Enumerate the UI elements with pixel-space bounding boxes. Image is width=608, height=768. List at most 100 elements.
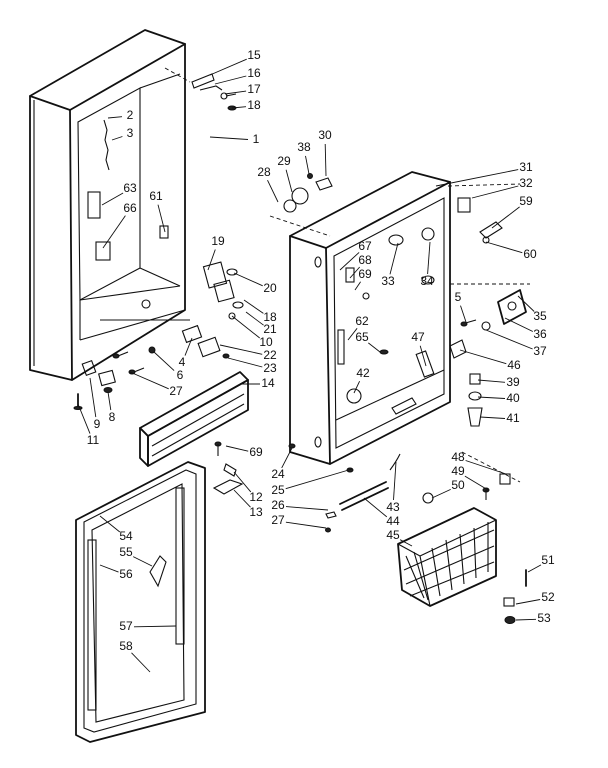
leader-line-45 (399, 539, 413, 547)
callout-label-36: 36 (533, 327, 547, 341)
callout-label-22: 22 (263, 348, 277, 362)
leader-line-43 (393, 461, 397, 501)
callout-label-4: 4 (179, 355, 186, 369)
leader-line-1 (209, 136, 249, 140)
top-hinge-parts (164, 67, 237, 111)
leader-line-4 (184, 337, 193, 356)
hinge-pin-parts (467, 373, 483, 427)
leader-line-21 (245, 311, 264, 326)
leader-line-44 (363, 497, 388, 518)
callout-label-13: 13 (249, 505, 263, 519)
basket (397, 451, 527, 624)
callout-label-43: 43 (386, 500, 400, 514)
callout-label-56: 56 (119, 567, 133, 581)
leader-line-27 (129, 371, 169, 390)
leader-line-65 (368, 342, 381, 353)
callout-label-12: 12 (249, 490, 263, 504)
callout-label-17: 17 (247, 82, 261, 96)
leader-line-15 (209, 58, 247, 76)
kick-plate (139, 371, 249, 467)
callout-label-16: 16 (247, 66, 261, 80)
callout-label-24: 24 (271, 467, 285, 481)
leader-line-34 (427, 241, 431, 275)
leader-line-27 (285, 521, 327, 529)
leader-line-2 (107, 116, 123, 119)
leader-line-51 (527, 564, 542, 573)
leader-line-3 (111, 136, 123, 141)
callout-label-47: 47 (411, 330, 425, 344)
callout-label-59: 59 (519, 194, 533, 208)
callout-label-42: 42 (356, 366, 370, 380)
callout-label-38: 38 (297, 140, 311, 154)
callout-label-10: 10 (259, 335, 273, 349)
callout-label-27: 27 (169, 384, 183, 398)
leader-line-52 (515, 599, 541, 605)
leader-line-18 (243, 299, 264, 314)
leader-line-61 (157, 204, 166, 233)
leader-line-48 (465, 460, 507, 475)
leader-line-41 (479, 416, 506, 419)
callout-label-67: 67 (358, 239, 372, 253)
leader-line-19 (207, 249, 216, 271)
leader-line-11 (77, 403, 91, 434)
callout-label-44: 44 (386, 514, 400, 528)
leader-line-10 (231, 315, 260, 339)
callout-label-30: 30 (318, 128, 332, 142)
callout-label-15: 15 (247, 48, 261, 62)
callout-label-66: 66 (123, 201, 137, 215)
leader-line-32 (471, 185, 519, 199)
leader-line-50 (431, 488, 451, 499)
right-cabinet (289, 171, 451, 465)
callout-label-14: 14 (261, 376, 275, 390)
callout-label-29: 29 (277, 154, 291, 168)
leader-line-8 (107, 391, 112, 411)
leader-line-31 (435, 169, 519, 187)
callout-label-20: 20 (263, 281, 277, 295)
callout-label-51: 51 (541, 553, 555, 567)
door-gasket (75, 461, 206, 743)
callout-label-2: 2 (127, 108, 134, 122)
left-cabinet-liner (29, 29, 190, 381)
callout-label-69: 69 (358, 267, 372, 281)
leader-line-54 (99, 515, 121, 533)
leader-line-47 (419, 345, 427, 367)
callout-label-21: 21 (263, 322, 277, 336)
leader-line-69 (354, 281, 361, 291)
leader-line-5 (460, 305, 467, 323)
callout-label-1: 1 (253, 132, 260, 146)
leader-line-49 (464, 475, 489, 491)
callout-label-39: 39 (506, 375, 520, 389)
callout-label-58: 58 (119, 639, 133, 653)
callout-label-8: 8 (109, 410, 116, 424)
callout-label-3: 3 (127, 126, 134, 140)
callout-label-40: 40 (506, 391, 520, 405)
callout-label-41: 41 (506, 411, 520, 425)
callout-label-11: 11 (87, 433, 100, 447)
callout-label-27: 27 (271, 513, 285, 527)
callout-label-45: 45 (386, 528, 400, 542)
leader-line-28 (267, 180, 279, 203)
callout-label-68: 68 (358, 253, 372, 267)
right-hardware (447, 183, 530, 359)
callout-label-26: 26 (271, 498, 285, 512)
leader-line-22 (219, 344, 263, 355)
callout-label-49: 49 (451, 464, 465, 478)
leader-line-62 (347, 328, 358, 341)
lower-middle-parts (212, 441, 401, 533)
callout-label-53: 53 (537, 611, 551, 625)
leader-line-36 (504, 317, 533, 332)
callout-leaders (77, 58, 542, 673)
callout-label-46: 46 (507, 358, 521, 372)
leader-line-17 (224, 90, 247, 95)
leader-line-69 (225, 445, 249, 452)
callout-label-18: 18 (247, 98, 261, 112)
callout-label-32: 32 (519, 176, 533, 190)
callout-label-28: 28 (257, 165, 271, 179)
leader-line-67 (339, 252, 360, 271)
leader-line-33 (389, 242, 399, 275)
leader-line-20 (233, 272, 263, 287)
leader-line-38 (305, 155, 310, 175)
leader-line-16 (214, 75, 247, 85)
leader-line-56 (99, 564, 119, 573)
